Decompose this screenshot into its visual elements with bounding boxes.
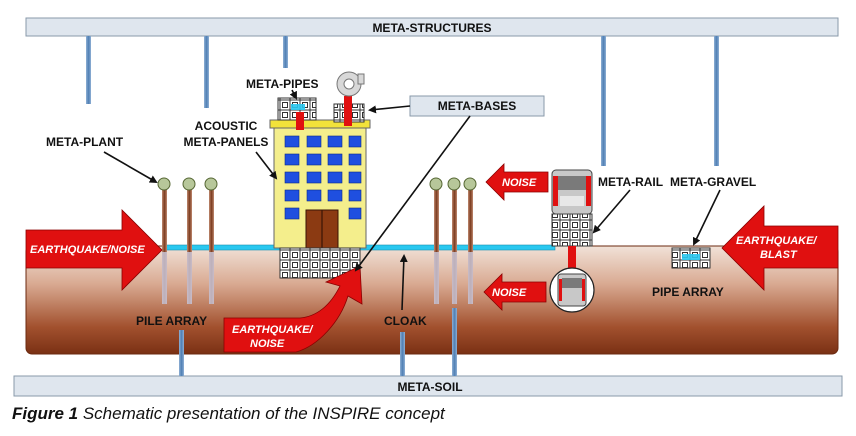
pointer-meta-bases-ground	[354, 115, 471, 272]
earthquake-noise-left-arrow: EARTHQUAKE/NOISE	[25, 209, 163, 291]
meta-gravel-cyan-strip	[682, 254, 700, 260]
meta-pipes-red-duct	[296, 112, 304, 130]
svg-text:EARTHQUAKE/NOISE: EARTHQUAKE/NOISE	[30, 244, 145, 256]
svg-text:NOISE: NOISE	[492, 287, 527, 299]
caption-prefix: Figure 1	[12, 404, 79, 423]
meta-bases-label: META-BASES	[438, 99, 516, 113]
rod-bottom-pile	[179, 330, 184, 376]
fan-icon	[336, 71, 365, 97]
acoustic-label-line2: META-PANELS	[184, 135, 269, 149]
rod-top-gravel	[714, 36, 719, 166]
svg-text:NOISE: NOISE	[250, 338, 285, 350]
train-red-connector	[568, 246, 576, 272]
noise-top-arrow: NOISE	[485, 163, 549, 201]
plant-head-icon	[463, 177, 477, 191]
svg-text:EARTHQUAKE/: EARTHQUAKE/	[736, 235, 818, 247]
meta-soil-bar	[13, 375, 843, 397]
noise-bottom-arrow: NOISE	[483, 273, 547, 311]
train-circle-icon	[549, 267, 595, 313]
caption-text: Schematic presentation of the INSPIRE co…	[78, 404, 445, 423]
pipe-array-label: PIPE ARRAY	[652, 285, 724, 299]
meta-rail-stack	[551, 169, 593, 247]
earthquake-noise-bottom-arrow: EARTHQUAKE/ NOISE	[223, 265, 363, 353]
plant-head-icon	[157, 177, 171, 191]
svg-text:NOISE: NOISE	[502, 177, 537, 189]
meta-structures-bar	[25, 17, 839, 37]
plant-head-icon	[429, 177, 443, 191]
figure-caption: Figure 1 Schematic presentation of the I…	[12, 404, 445, 424]
rod-top-rail	[601, 36, 606, 166]
rod-top-panels	[204, 36, 209, 108]
meta-structures-label: META-STRUCTURES	[372, 21, 491, 35]
pile-array-label: PILE ARRAY	[136, 314, 207, 328]
pointer-meta-bases-building	[368, 105, 411, 114]
meta-pipes-label: META-PIPES	[246, 77, 318, 91]
building	[269, 119, 371, 249]
rod-top-pipes	[283, 36, 288, 68]
meta-plant-label: META-PLANT	[46, 135, 124, 149]
plant-head-icon	[447, 177, 461, 191]
diagram-canvas: META-STRUCTURES META-SOIL	[13, 17, 843, 397]
rod-top-plant	[86, 36, 91, 104]
cloak-label: CLOAK	[384, 314, 427, 328]
building-windows	[284, 135, 362, 220]
pointer-meta-pipes	[289, 89, 297, 100]
rod-bottom-piles-right	[452, 308, 457, 376]
pointer-acoustic-panels	[255, 151, 278, 180]
pointer-meta-plant	[103, 151, 158, 183]
acoustic-label-line1: ACOUSTIC	[195, 119, 258, 133]
fan-red-duct	[344, 96, 352, 126]
rod-bottom-cloak	[400, 332, 405, 376]
meta-rail-label: META-RAIL	[598, 175, 663, 189]
plant-head-icon	[182, 177, 196, 191]
earthquake-blast-right-arrow: EARTHQUAKE/ BLAST	[721, 205, 839, 291]
svg-text:BLAST: BLAST	[760, 249, 798, 261]
meta-soil-label: META-SOIL	[397, 380, 462, 394]
meta-pipes-cyan-strip	[291, 104, 305, 110]
svg-text:EARTHQUAKE/: EARTHQUAKE/	[232, 324, 314, 336]
plant-head-icon	[204, 177, 218, 191]
right-piles	[429, 177, 477, 304]
pointer-meta-gravel	[692, 189, 721, 246]
pointer-cloak	[399, 254, 408, 311]
meta-plant-piles	[157, 177, 218, 304]
pointer-meta-rail	[592, 189, 631, 234]
meta-gravel-label: META-GRAVEL	[670, 175, 756, 189]
